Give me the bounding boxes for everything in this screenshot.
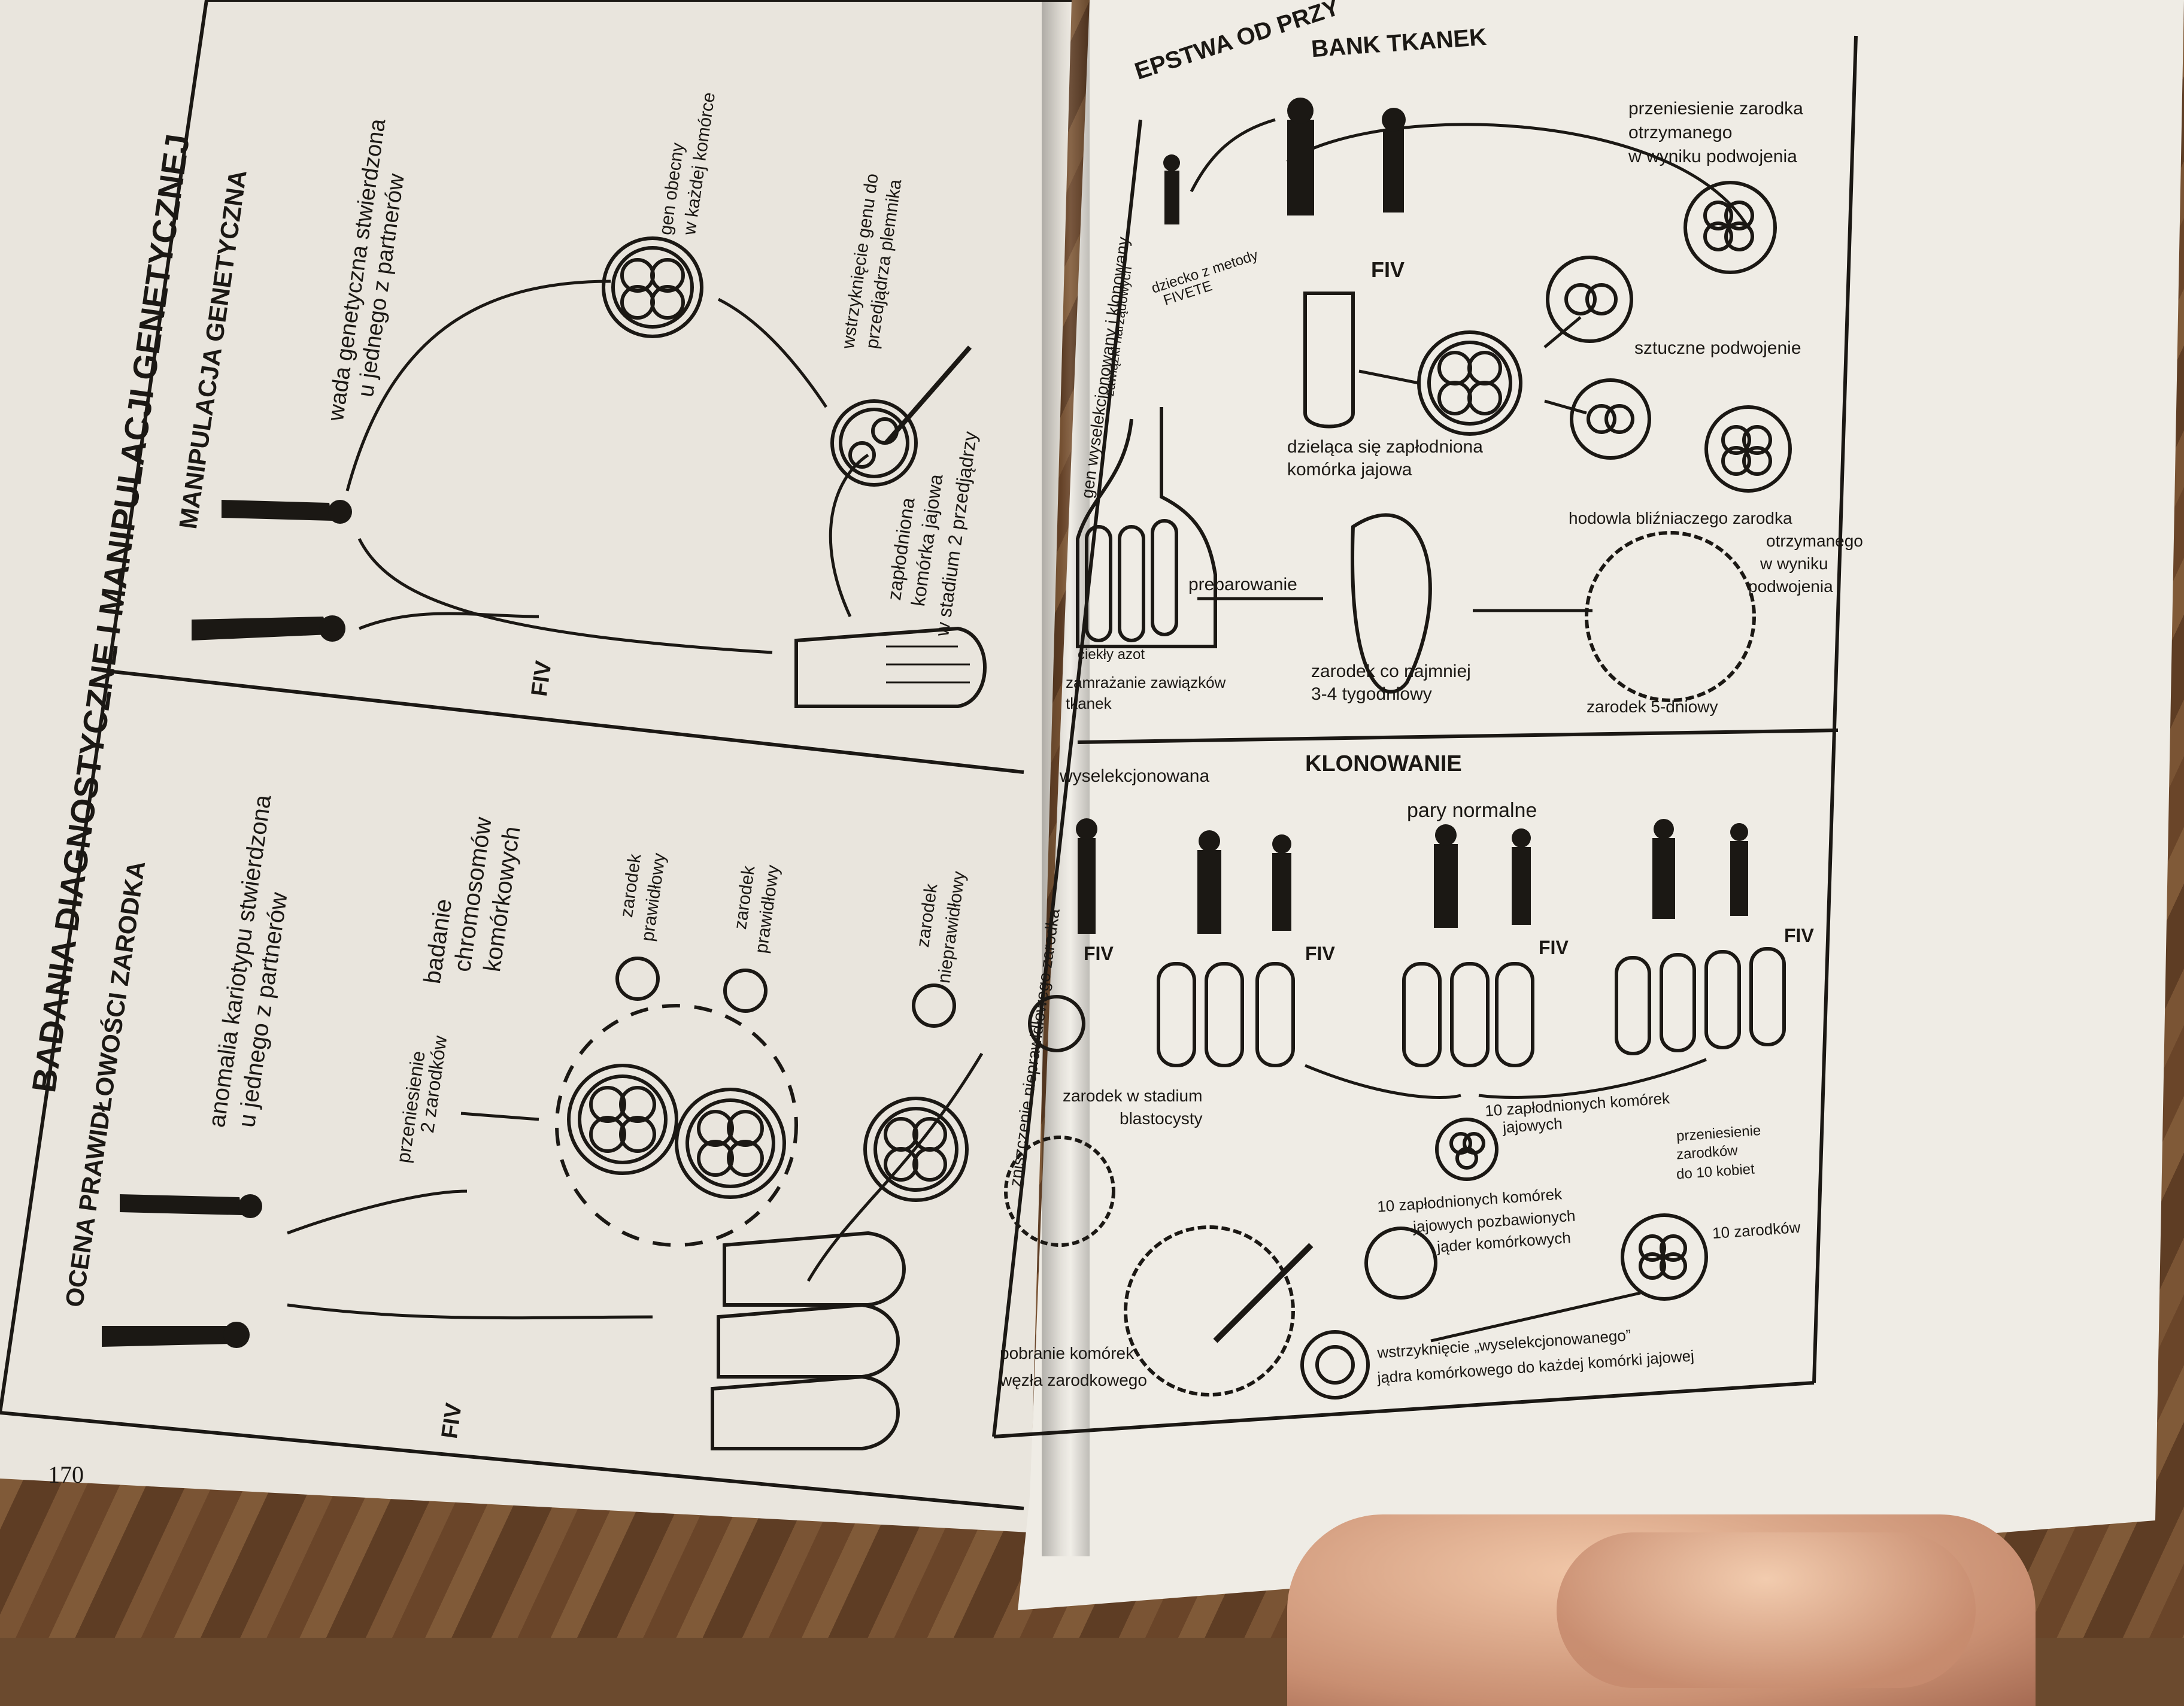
ten-embryos-cell (1621, 1213, 1708, 1301)
right-section-divider (1077, 728, 1839, 744)
left-page-number: 170 (48, 1461, 84, 1488)
right-book-page (1018, 0, 2184, 1610)
eval-fiv-label: FIV (437, 1401, 467, 1440)
left-book-page (0, 0, 1072, 1532)
normal-pairs-label: pary normalne (1407, 799, 1537, 822)
blastocyst-harvest (1124, 1225, 1295, 1397)
embryo-weeks-label-2: 3-4 tygodniowy (1311, 684, 1432, 704)
person-silhouette-man-eval (102, 1326, 230, 1347)
clone-selected-label: wyselekcjonowana (1060, 766, 1210, 786)
eval-tube-1 (723, 1231, 906, 1307)
culture-label-2: otrzymanego (1766, 532, 1863, 550)
selected-embryo-cell (1028, 995, 1085, 1052)
enucleated-egg-cell (1364, 1227, 1437, 1300)
twin-culture-cell (1704, 405, 1792, 493)
bank-man-silhouette (1287, 120, 1314, 215)
test-tube (794, 626, 987, 708)
finger-tip (1557, 1532, 1976, 1688)
small-cell-normal-2 (723, 969, 768, 1013)
clone-fiv-1: FIV (1084, 943, 1114, 964)
embryo-cell-3 (863, 1097, 969, 1202)
manip-fiv-label: FIV (527, 659, 557, 698)
clone-fiv-2: FIV (1305, 943, 1335, 964)
liquid-nitrogen-label: ciekły azot (1078, 646, 1145, 663)
culture-label-1: hodowla bliźniaczego zarodka (1569, 509, 1792, 527)
right-frame-line (992, 119, 1142, 1437)
blastocyst-label-2: blastocysty (1120, 1109, 1203, 1128)
injected-egg-cell (1300, 1330, 1370, 1400)
bank-child-silhouette (1164, 171, 1179, 224)
liquid-nitrogen-flask (1076, 407, 1217, 648)
right-side-line (1812, 35, 1858, 1383)
clone-fiv-3: FIV (1539, 937, 1569, 958)
harvest-pipette (1213, 1243, 1314, 1343)
left-bottom-line (0, 1411, 1024, 1510)
left-section-divider (101, 669, 1024, 774)
bank-transfer-1: przeniesienie zarodka (1628, 99, 1803, 119)
embryo-3-4-weeks (1351, 513, 1432, 694)
freeze-label: zamrażanie zawiązków (1066, 673, 1226, 691)
fertilized-egg-cell (830, 399, 918, 487)
freeze-label-2: tkanek (1066, 694, 1112, 712)
cloning-title: KLONOWANIE (1305, 751, 1462, 776)
bank-woman-silhouette (1383, 129, 1404, 213)
dividing-egg-label-1: dzieląca się zapłodniona (1287, 437, 1483, 457)
split-cell-2 (1570, 378, 1651, 460)
embryo-gene-cell (602, 236, 703, 338)
five-day-embryo-label: zarodek 5-dniowy (1587, 697, 1718, 716)
dividing-egg-label-2: komórka jajowa (1287, 460, 1412, 479)
eval-tube-3 (711, 1374, 900, 1450)
culture-label-3: w wyniku (1760, 554, 1828, 573)
left-frame-line (0, 0, 208, 1413)
culture-label-4: podwojenia (1748, 577, 1833, 596)
dashed-selection-circle (555, 1004, 798, 1247)
blastocyst-stage-embryo (1004, 1136, 1115, 1247)
right-bottom-line (993, 1381, 1815, 1438)
bank-transfer-2: otrzymanego (1628, 123, 1733, 142)
harvest-label-2: węzła zarodkowego (1000, 1371, 1147, 1389)
bank-test-tube (1303, 292, 1355, 429)
bank-fiv-label: FIV (1371, 257, 1405, 282)
artificial-doubling-label: sztuczne podwojenie (1634, 338, 1801, 358)
blastocyst-label-1: zarodek w stadium (1063, 1086, 1203, 1105)
eval-tube-2 (717, 1303, 900, 1379)
small-cell-abnormal (912, 983, 956, 1028)
person-silhouette-woman-eval (120, 1194, 242, 1215)
embryo-weeks-label-1: zarodek co najmniej (1311, 661, 1471, 681)
harvest-label-1: pobranie komórek (1000, 1344, 1135, 1362)
illustration-layer (0, 0, 1858, 1510)
preparation-label: preparowanie (1188, 575, 1297, 594)
person-silhouette-man-manip (192, 617, 329, 640)
embryo-cell-2 (675, 1088, 786, 1199)
person-silhouette-woman-manip (222, 500, 332, 521)
twin-embryo-cell (1684, 181, 1777, 274)
clone-fiv-4: FIV (1784, 925, 1814, 946)
embryo-cell-1 (567, 1064, 678, 1175)
ten-eggs-cell (1435, 1118, 1499, 1181)
small-cell-normal-1 (615, 957, 660, 1001)
five-day-embryo (1585, 531, 1756, 702)
injection-needle (884, 345, 972, 445)
bank-transfer-3: w wyniku podwojenia (1628, 147, 1797, 166)
dividing-egg-cell (1417, 330, 1522, 436)
split-cell-1 (1546, 256, 1633, 343)
clone-selected-woman (1078, 838, 1096, 934)
